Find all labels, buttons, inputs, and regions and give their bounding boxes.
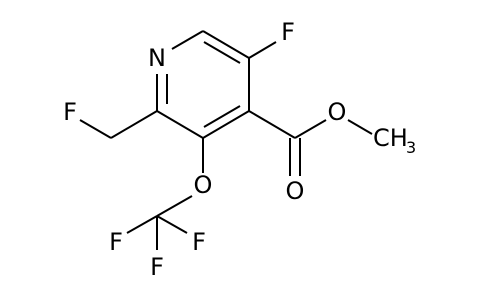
atom-label-f-ring: F (281, 18, 295, 46)
bond-n1-c6 (171, 30, 204, 50)
bond-c2-ch2 (110, 110, 158, 139)
substituent-bonds (79, 41, 373, 250)
atom-label-o-ether: O (194, 171, 213, 199)
atom-labels: N F F O O O CH 3 F F F (63, 18, 416, 281)
bond-c6-c5-inner (203, 41, 241, 64)
bond-c3-c2 (156, 110, 204, 139)
atom-label-cf3-f1: F (109, 228, 123, 256)
bond-cf3-f1 (126, 215, 158, 234)
bond-c5-f (248, 41, 277, 59)
atom-label-o-ester: O (328, 98, 347, 126)
bond-cester-oester (294, 119, 327, 139)
ring-bonds (156, 30, 250, 139)
bond-c4-c3-inner (203, 105, 241, 128)
bond-cf3-f2 (156, 215, 188, 234)
atom-label-methyl-ch: CH (373, 124, 408, 152)
bond-c6-c5-outer (202, 30, 250, 59)
bond-o-cf3 (156, 195, 193, 217)
atom-label-cf3-f2: F (192, 228, 206, 256)
bond-oester-ch3 (347, 119, 373, 135)
atom-label-f-methyl: F (63, 98, 77, 126)
atom-label-o-carbonyl: O (286, 177, 305, 205)
atom-label-methyl-subscript: 3 (406, 138, 416, 157)
bond-c4-cester (248, 110, 296, 139)
atom-label-n: N (148, 44, 166, 72)
bond-ch2-f (79, 119, 112, 139)
bond-c4-c3-outer (202, 110, 250, 139)
atom-label-cf3-f3: F (150, 253, 164, 281)
